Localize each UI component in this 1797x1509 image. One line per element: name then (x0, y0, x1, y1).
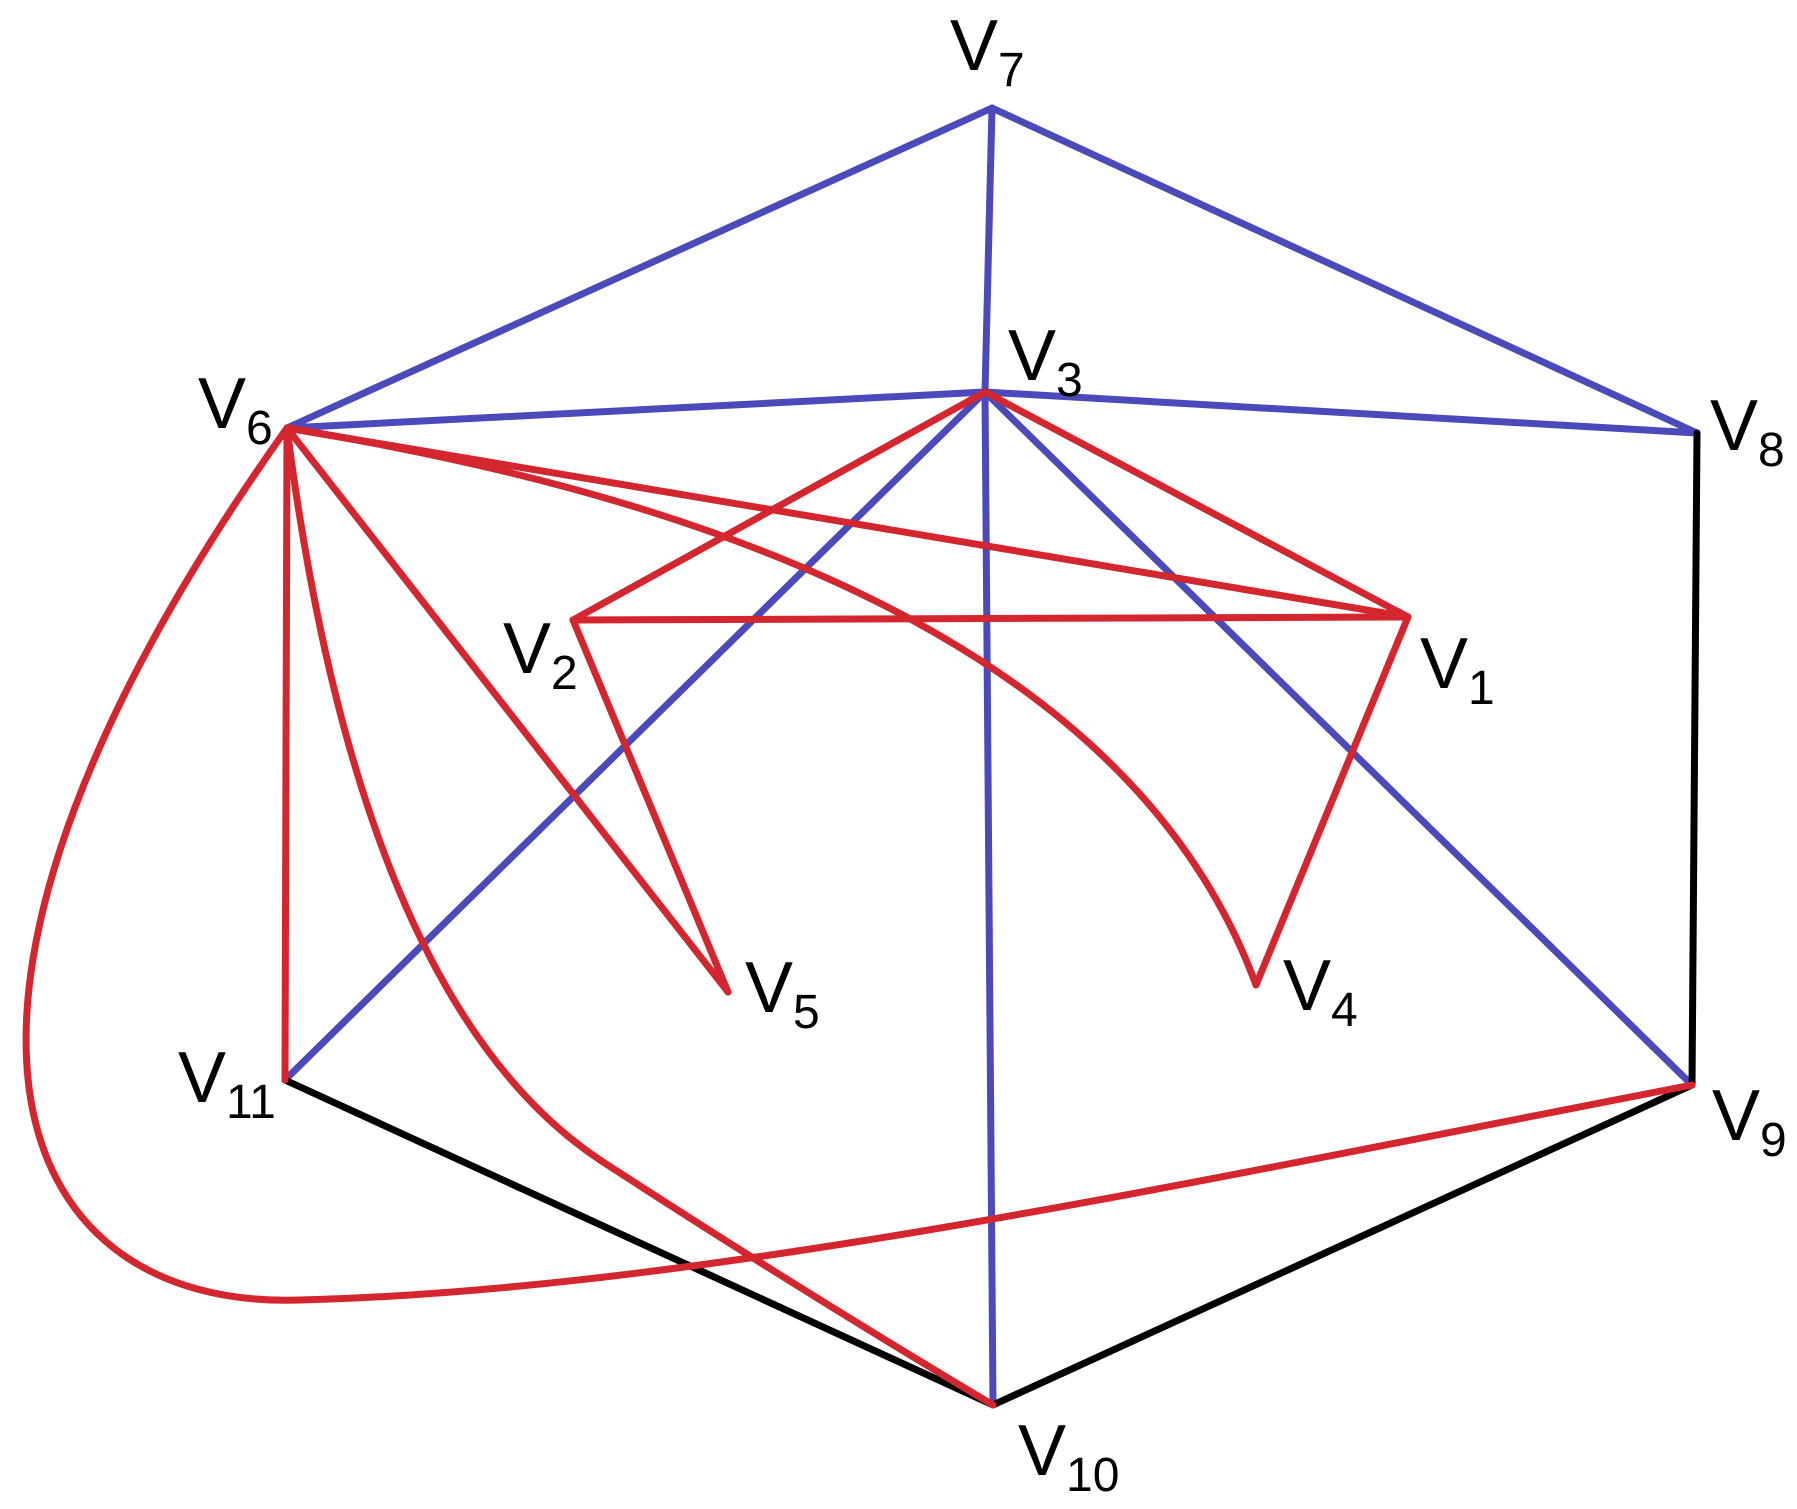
vertex-subscript: 8 (1758, 424, 1785, 477)
edge-v3-v11 (281, 388, 989, 1084)
vertex-label-v4: V4 (1283, 946, 1358, 1037)
vertex-label-v1: V1 (1420, 624, 1495, 715)
vertex-subscript: 10 (1066, 1449, 1119, 1502)
edges-layer (22, 104, 1701, 1409)
vertex-letter: V (1712, 1076, 1760, 1156)
vertex-letter: V (178, 1038, 226, 1118)
vertex-letter: V (950, 6, 998, 86)
vertex-letter: V (198, 364, 246, 444)
edge-v7-v8 (988, 104, 1701, 437)
vertex-label-v11: V11 (178, 1038, 276, 1129)
vertex-letter: V (1710, 386, 1758, 466)
vertex-subscript: 2 (551, 647, 578, 700)
vertex-subscript: 5 (793, 986, 820, 1039)
edge-v6-v11 (281, 424, 291, 1084)
edge-v1-v4 (1252, 613, 1412, 989)
vertex-letter: V (503, 609, 551, 689)
vertex-subscript: 6 (246, 402, 273, 455)
vertex-label-v2: V2 (503, 609, 578, 700)
vertex-subscript: 11 (226, 1076, 276, 1129)
vertex-subscript: 9 (1760, 1114, 1787, 1167)
edge-v3-v8 (981, 388, 1701, 437)
vertex-label-v10: V10 (1018, 1411, 1119, 1502)
edge-v7-v3 (981, 104, 996, 396)
vertex-letter: V (1420, 624, 1468, 704)
vertex-letter: V (1008, 316, 1056, 396)
edge-v3-v10 (981, 388, 997, 1409)
edge-v2-v5 (569, 616, 732, 996)
edge-v3-v2 (569, 388, 989, 624)
edge-v11-v10 (281, 1076, 997, 1409)
edge-v10-v9 (989, 1081, 1696, 1409)
edge-v6-v4 (283, 424, 1260, 989)
edge-v6-v3 (283, 388, 989, 432)
vertex-label-v6: V6 (198, 364, 273, 455)
vertex-subscript: 4 (1331, 984, 1358, 1037)
vertex-label-v7: V7 (950, 6, 1025, 97)
vertex-label-v3: V3 (1008, 316, 1083, 407)
edge-v6-v5 (283, 424, 732, 996)
edge-v7-v6 (283, 104, 996, 432)
edge-v8-v9 (1688, 429, 1701, 1089)
vertex-subscript: 7 (998, 44, 1025, 97)
vertex-label-v8: V8 (1710, 386, 1785, 477)
edge-v2-v1 (569, 613, 1412, 624)
vertex-label-v5: V5 (745, 948, 820, 1039)
edge-v3-v1 (981, 388, 1412, 621)
vertex-subscript: 1 (1468, 662, 1495, 715)
edge-v6-v10 (283, 424, 997, 1409)
edge-v6-v9 (22, 424, 1696, 1304)
vertex-letter: V (1283, 946, 1331, 1026)
edge-v3-v9 (981, 388, 1696, 1089)
vertex-letter: V (745, 948, 793, 1028)
vertex-subscript: 3 (1056, 354, 1083, 407)
vertex-letter: V (1018, 1411, 1066, 1491)
vertex-label-v9: V9 (1712, 1076, 1787, 1167)
edge-v6-v1 (283, 424, 1412, 621)
